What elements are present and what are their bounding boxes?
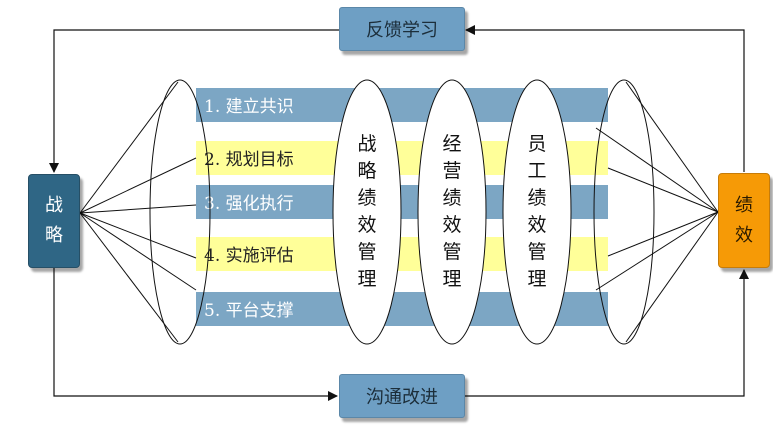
- communication-arrow-in: [53, 268, 338, 401]
- step-label-1: 1. 建立共识: [204, 97, 294, 117]
- step-label-3: 3. 强化执行: [204, 194, 294, 214]
- management-char-1-1: 战: [357, 133, 376, 155]
- management-char-2-4: 效: [442, 214, 461, 236]
- feedback-arrow-out: [49, 29, 339, 173]
- management-ellipse-3: [502, 79, 572, 345]
- communication-improvement-box: 沟通改进: [339, 374, 465, 418]
- management-char-2-3: 绩: [442, 187, 461, 209]
- step-label-4: 4. 实施评估: [204, 246, 294, 266]
- management-char-3-1: 员: [527, 133, 546, 155]
- feedback-learning-label: 反馈学习: [366, 20, 438, 41]
- step-label-2: 2. 规划目标: [204, 150, 294, 170]
- performance-box: 绩 效: [718, 173, 770, 268]
- communication-arrow-out: [465, 269, 749, 397]
- management-char-1-3: 绩: [357, 187, 376, 209]
- management-char-2-6: 理: [442, 268, 461, 290]
- performance-char-1: 绩: [735, 194, 753, 216]
- left-lens: [149, 79, 211, 345]
- management-char-3-2: 工: [527, 160, 546, 182]
- management-char-1-2: 略: [357, 160, 376, 182]
- management-char-3-5: 管: [527, 241, 546, 263]
- performance-char-2: 效: [735, 224, 753, 246]
- management-char-2-2: 营: [442, 160, 461, 182]
- management-char-3-4: 效: [527, 214, 546, 236]
- feedback-learning-box: 反馈学习: [339, 7, 465, 51]
- left-fan-lines: [79, 81, 197, 343]
- management-char-3-3: 绩: [527, 187, 546, 209]
- management-char-1-5: 管: [357, 241, 376, 263]
- feedback-arrow-in: [465, 25, 745, 172]
- communication-improvement-label: 沟通改进: [366, 387, 438, 408]
- management-ellipse-1: [332, 79, 402, 345]
- strategy-char-2: 略: [45, 225, 63, 246]
- management-ellipse-2: [417, 79, 487, 345]
- management-char-2-5: 管: [442, 241, 461, 263]
- management-char-1-4: 效: [357, 214, 376, 236]
- management-char-1-6: 理: [357, 268, 376, 290]
- right-lens: [593, 79, 655, 345]
- strategy-char-1: 战: [45, 195, 63, 216]
- right-fan-lines: [595, 81, 719, 343]
- step-label-5: 5. 平台支撑: [204, 301, 294, 321]
- management-char-3-6: 理: [527, 268, 546, 290]
- strategy-box: 战 略: [28, 174, 80, 268]
- management-char-2-1: 经: [442, 133, 461, 155]
